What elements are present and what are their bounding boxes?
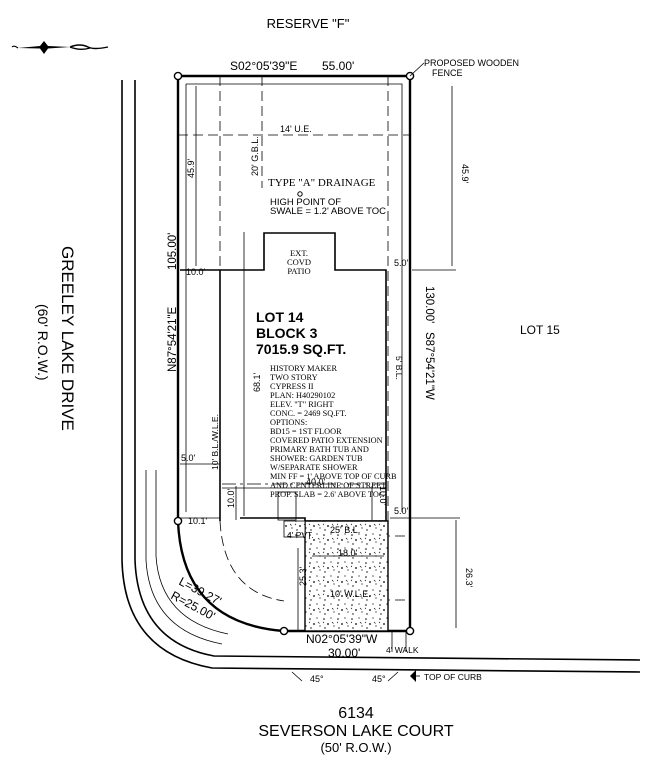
dim-5-right-top: 5.0' <box>394 258 409 268</box>
east-bearing: S87°54'21"W <box>423 332 435 400</box>
svg-text:AND CENTERLINE OF STREET: AND CENTERLINE OF STREET <box>270 481 386 490</box>
wle-10: 10' W.L.E. <box>330 589 371 599</box>
gbl-label: 20' G.B.L. <box>250 136 260 176</box>
private-walk <box>283 520 306 538</box>
address-number: 6134 <box>338 705 374 722</box>
address-row: (50' R.O.W.) <box>320 740 391 755</box>
reserve-label: RESERVE "F" <box>267 16 350 31</box>
svg-text:HISTORY MAKER: HISTORY MAKER <box>270 364 338 373</box>
dim-10-left: 10.0' <box>186 267 206 277</box>
drainage-label: TYPE "A" DRAINAGE <box>268 177 376 189</box>
top-distance: 55.00' <box>322 59 354 73</box>
street-name: GREELEY LAKE DRIVE <box>58 246 77 431</box>
bottom-bearing: N02°05'39"W <box>306 632 378 646</box>
svg-text:OPTIONS:: OPTIONS: <box>270 418 307 427</box>
dim-5-right-low: 5.0' <box>394 506 409 516</box>
angle-right: 45° <box>372 674 386 684</box>
dim-25-3: 25.3' <box>298 566 308 586</box>
top-bearing: S02°05'39"E <box>230 59 297 73</box>
bl-wle: 10' B.L./W.L.E. <box>210 414 220 470</box>
dimension-lines <box>180 86 460 630</box>
house-footprint <box>180 232 387 522</box>
dim-18: 18.0' <box>338 548 358 558</box>
svg-text:W/SEPARATE SHOWER: W/SEPARATE SHOWER <box>270 463 358 472</box>
svg-text:COVERED PATIO EXTENSION: COVERED PATIO EXTENSION <box>270 436 383 445</box>
wooden-fence-line <box>185 83 403 512</box>
dim-10-left-low: 10.0' <box>226 488 236 508</box>
east-distance: 130.00' <box>423 286 435 323</box>
dim-40: 40.0' <box>306 477 326 487</box>
ue-label: 14' U.E. <box>280 124 312 134</box>
dim-right-upper: 45.9' <box>460 164 470 184</box>
svg-text:SHOWER: GARDEN TUB: SHOWER: GARDEN TUB <box>270 454 363 463</box>
dim-105: 105.00' <box>167 233 179 270</box>
west-bearing: N87°54'21"E <box>167 306 179 372</box>
lot-15-label: LOT 15 <box>520 323 560 337</box>
dim-10-1: 10.1' <box>188 516 208 526</box>
svg-text:BD15 = 1ST FLOOR: BD15 = 1ST FLOOR <box>270 427 342 436</box>
street-curb-lines <box>121 80 641 673</box>
svg-text:CONC. = 2469 SQ.FT.: CONC. = 2469 SQ.FT. <box>270 409 346 418</box>
fence-label-1: PROPOSED WOODEN <box>424 58 519 68</box>
block-label: BLOCK 3 <box>256 325 318 341</box>
area-label: 7015.9 SQ.FT. <box>256 341 346 357</box>
dim-5-left-low: 5.0' <box>181 453 196 463</box>
dim-left-upper: 45.9' <box>186 158 196 178</box>
house-notes: HISTORY MAKER TWO STORY CYPRESS II PLAN:… <box>270 364 397 499</box>
high-point-2: SWALE = 1.2' ABOVE TOC <box>270 206 386 217</box>
bottom-distance: 30.00' <box>328 646 360 660</box>
svg-text:TWO STORY: TWO STORY <box>270 373 318 382</box>
north-arrow-icon <box>11 41 109 54</box>
angle-left: 45° <box>310 674 324 684</box>
dim-26-3: 26.3' <box>464 568 474 588</box>
top-of-curb-label: TOP OF CURB <box>424 672 482 682</box>
address-street: SEVERSON LAKE COURT <box>258 723 454 740</box>
bl-25: 25' B.L. <box>330 525 360 535</box>
walk-label: 4' WALK <box>386 645 419 655</box>
patio-label-2: COVD <box>287 257 311 267</box>
patio-label-3: PATIO <box>287 266 310 276</box>
dim-68: 68.1' <box>252 372 262 392</box>
high-point-1: HIGH POINT OF <box>270 197 341 208</box>
svg-text:MIN FF = 1' ABOVE TOP OF CURB: MIN FF = 1' ABOVE TOP OF CURB <box>270 472 397 481</box>
driveway <box>304 520 389 632</box>
svg-text:PLAN: H40290102: PLAN: H40290102 <box>270 391 335 400</box>
street-row: (60' R.O.W.) <box>35 304 51 381</box>
fence-label-2: FENCE <box>432 68 463 78</box>
dim-4pvt: 4' PVT. <box>287 530 314 540</box>
bl-5: 5' B.L. <box>394 356 404 380</box>
dim-10-right-low: 10.0' <box>378 486 388 506</box>
svg-text:CYPRESS II: CYPRESS II <box>270 382 314 391</box>
svg-text:PROP. SLAB = 2.6' ABOVE TOC: PROP. SLAB = 2.6' ABOVE TOC <box>270 490 385 499</box>
lot-label: LOT 14 <box>256 309 304 325</box>
patio-label-1: EXT. <box>290 248 308 258</box>
svg-text:PRIMARY BATH TUB AND: PRIMARY BATH TUB AND <box>270 445 369 454</box>
svg-text:ELEV. "T" RIGHT: ELEV. "T" RIGHT <box>270 400 334 409</box>
